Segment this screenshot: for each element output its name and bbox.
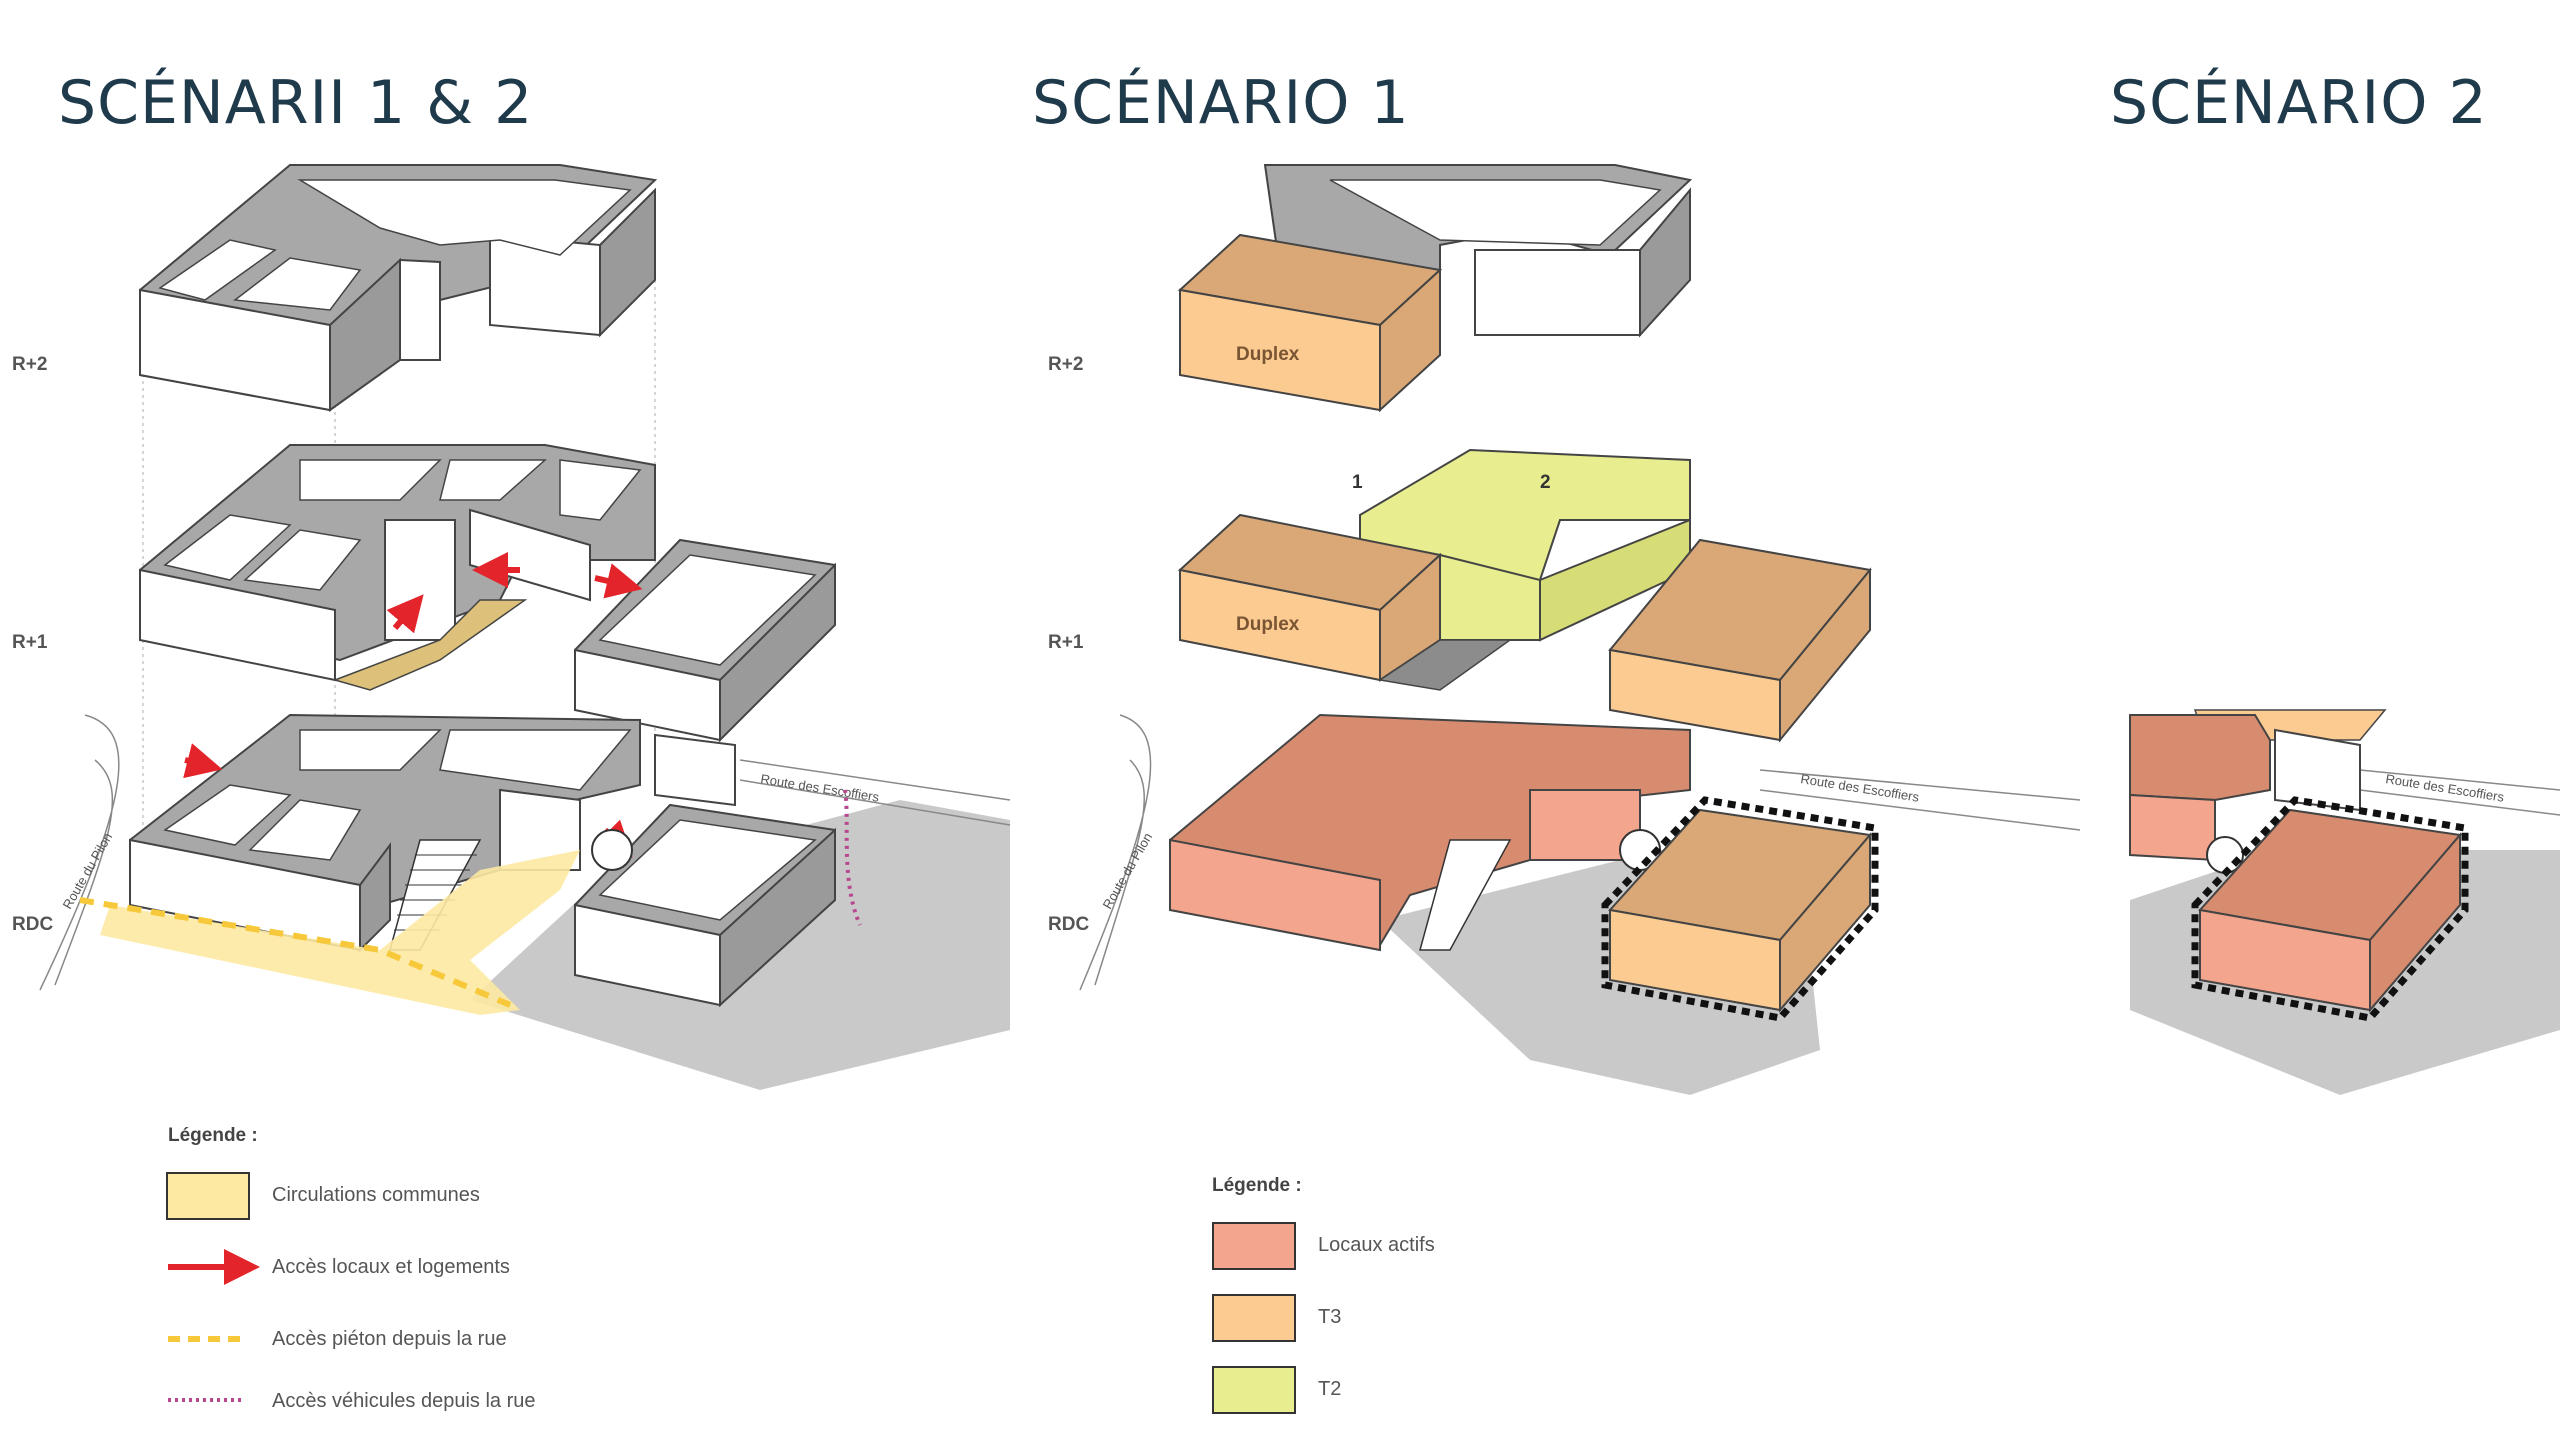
street-line [1759, 769, 2081, 831]
street-line [39, 714, 120, 991]
street-line [739, 759, 1011, 826]
room-floor [163, 514, 292, 581]
title-scenario-2: SCÉNARIO 2 [2110, 68, 2488, 138]
legend-right-title: Légende : [1212, 1175, 1302, 1196]
unit-t3 [1779, 567, 1871, 743]
selection-outline [2191, 796, 2469, 1022]
wall-front [654, 733, 736, 807]
room-floor [598, 554, 817, 666]
unit-label-2: 2 [1540, 472, 1551, 493]
legend-label-acces-locaux: Accès locaux et logements [272, 1256, 510, 1278]
room-floor [439, 729, 632, 791]
wall-front [1474, 249, 1641, 336]
room-floor [243, 529, 362, 591]
street-line [1079, 714, 1152, 991]
level-label-rdc: RDC [12, 914, 54, 935]
common-circulation [332, 599, 528, 691]
level-label-r1: R+1 [1048, 632, 1084, 653]
spiral-stair [591, 829, 633, 871]
legend-label-acces-pieton: Accès piéton depuis la rue [272, 1328, 507, 1350]
legend-label-locaux-actifs: Locaux actifs [1318, 1234, 1435, 1256]
common-circulation [100, 850, 580, 1015]
selection-outline [1601, 796, 1879, 1022]
wall-front [399, 258, 441, 361]
legend-swatch-t2 [1212, 1366, 1296, 1414]
wall-front [469, 508, 591, 602]
wall-front [719, 827, 836, 1008]
level-label-r2: R+2 [12, 354, 48, 375]
room-floor [248, 799, 362, 861]
common-circulation [1378, 639, 1513, 691]
title-scenario-1: SCÉNARIO 1 [1032, 68, 1410, 138]
panel-scenarii-1-2: Route des Escoffiers Route du Pilon [39, 164, 1011, 1090]
legend-label-t2: T2 [1318, 1378, 1342, 1400]
wall-front [2274, 728, 2361, 812]
room-floor [163, 784, 292, 846]
level-label-r2: R+2 [1048, 354, 1084, 375]
wall-front [599, 187, 656, 338]
street-label-escoffiers: Route des Escoffiers [2385, 771, 2506, 805]
unit-label-duplex: Duplex [1236, 344, 1300, 365]
unit-active [2129, 714, 2271, 802]
level-label-r1: R+1 [12, 632, 48, 653]
unit-active [1169, 838, 1381, 952]
unit-active [2369, 832, 2461, 1013]
unit-active [2129, 793, 2216, 862]
vehicle-path [843, 789, 862, 926]
room-floor [598, 819, 817, 921]
legend-swatch-circulations [166, 1172, 250, 1220]
room-floor [297, 179, 632, 256]
wall-front [499, 788, 581, 871]
legend-label-t3: T3 [1318, 1306, 1342, 1328]
staircase [1419, 839, 1512, 951]
level-label-rdc: RDC [1048, 914, 1090, 935]
legend-label-circulations: Circulations communes [272, 1184, 480, 1206]
street-label-pilon: Route du Pilon [1100, 830, 1156, 911]
legend-label-acces-vehicules: Accès véhicules depuis la rue [272, 1390, 536, 1412]
unit-label-1: 1 [1352, 472, 1363, 493]
street-label-escoffiers: Route des Escoffiers [760, 771, 881, 805]
panel-scenario-2: Route des Escoffiers [2129, 709, 2560, 1095]
wall-front [359, 842, 391, 953]
wall-front [1639, 187, 1691, 338]
wall-front [384, 519, 456, 641]
panel-scenario-1: Route des Escoffiers Route du Pilon Dupl… [1079, 164, 2081, 1095]
pedestrian-path [79, 897, 512, 1008]
legend-swatch-locaux-actifs [1212, 1222, 1296, 1270]
wall-front [719, 562, 836, 743]
street-line [2359, 769, 2560, 816]
room-floor [233, 257, 362, 311]
unit-t3 [1379, 267, 1441, 413]
room-floor [439, 459, 547, 501]
unit-t3 [1779, 832, 1871, 1013]
street-label-escoffiers: Route des Escoffiers [1800, 771, 1921, 805]
room-floor [299, 459, 442, 501]
room-floor [299, 729, 442, 771]
legend-swatch-t3 [1212, 1294, 1296, 1342]
unit-label-duplex: Duplex [1236, 614, 1300, 635]
room-floor [559, 459, 642, 521]
room-floor [158, 239, 277, 301]
title-scenarii-1-2: SCÉNARII 1 & 2 [58, 68, 534, 138]
room-floor [1329, 179, 1662, 246]
legend-left-title: Légende : [168, 1125, 258, 1146]
